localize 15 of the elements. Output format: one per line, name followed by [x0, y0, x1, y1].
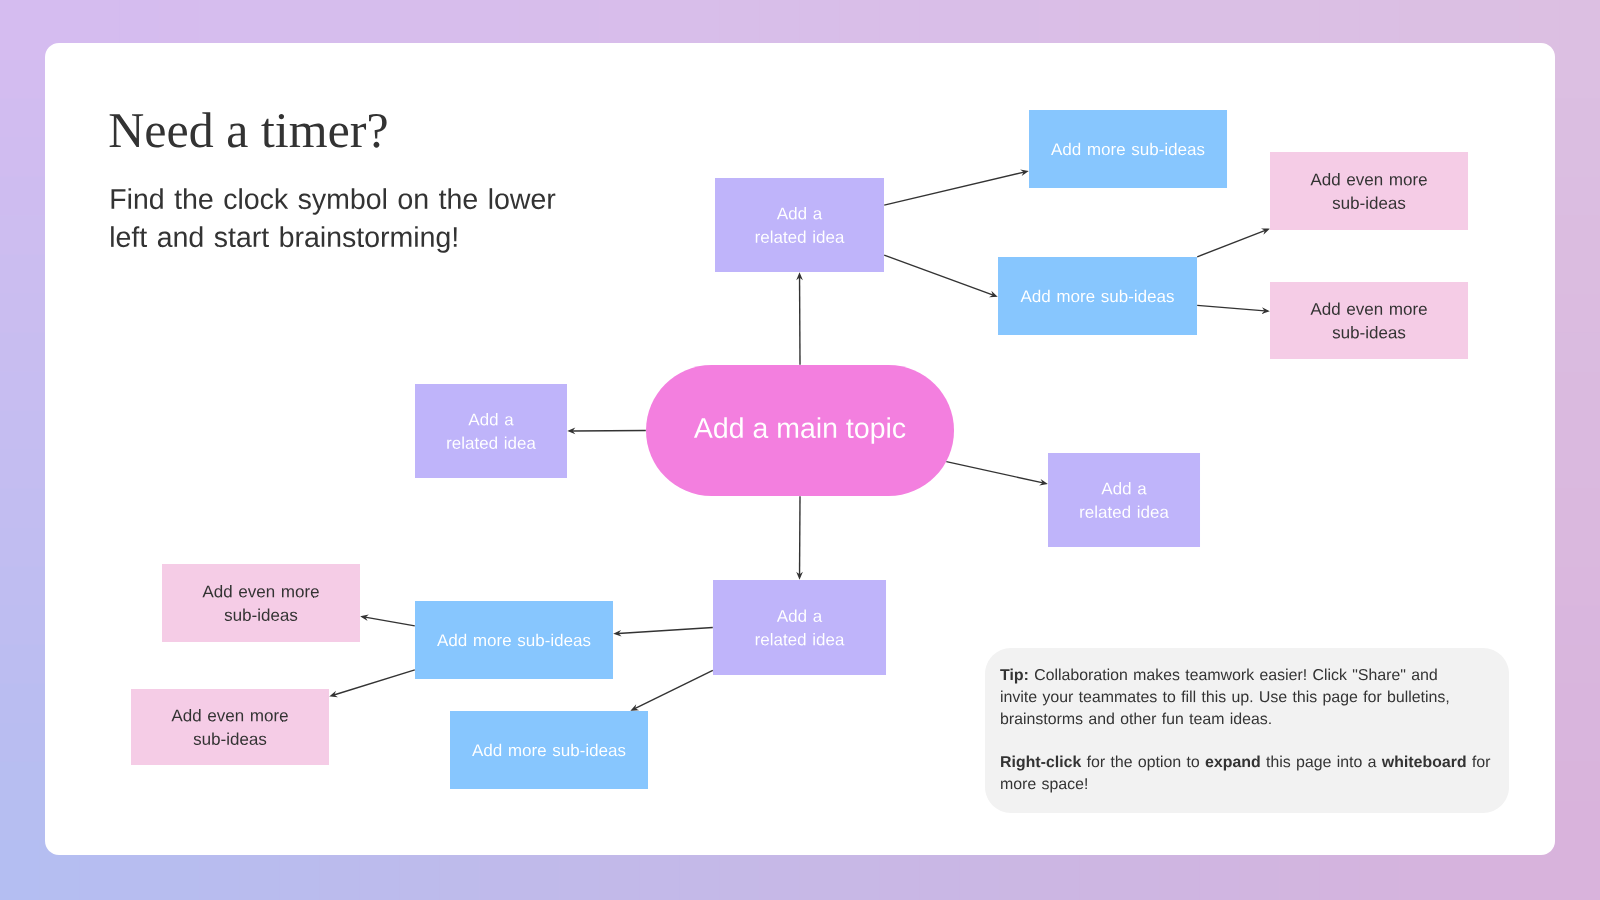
- sub-idea-box: Add even more sub-ideas: [131, 689, 329, 765]
- title: Need a timer?: [109, 112, 387, 148]
- sub-idea-box: Add even more sub-ideas: [1270, 152, 1468, 230]
- tip-card: Tip: Collaboration makes teamwork easier! Click "Share" and invite your teammates to fill this up. Use this page for bulletins, brainstorms and other fun team ideas. Right-click for the option to expand this page into a whiteboard for more space!: [985, 648, 1509, 813]
- sub-idea-box: Add more sub-ideas: [998, 257, 1197, 335]
- subtitle: Find the clock symbol on the lower left and start brainstorming!: [111, 188, 556, 253]
- sub-idea-box: Add more sub-ideas: [1029, 110, 1227, 188]
- idea-box: Add a related idea: [415, 384, 567, 478]
- idea-box: Add a related idea: [1048, 453, 1200, 547]
- sub-idea-box: Add even more sub-ideas: [1270, 282, 1468, 359]
- sub-idea-box: Add more sub-ideas: [450, 711, 648, 789]
- sub-idea-box: Add more sub-ideas: [415, 601, 613, 679]
- sub-idea-box: Add even more sub-ideas: [162, 564, 360, 642]
- idea-box: Add a related idea: [715, 178, 884, 272]
- idea-box: Add a related idea: [713, 580, 886, 675]
